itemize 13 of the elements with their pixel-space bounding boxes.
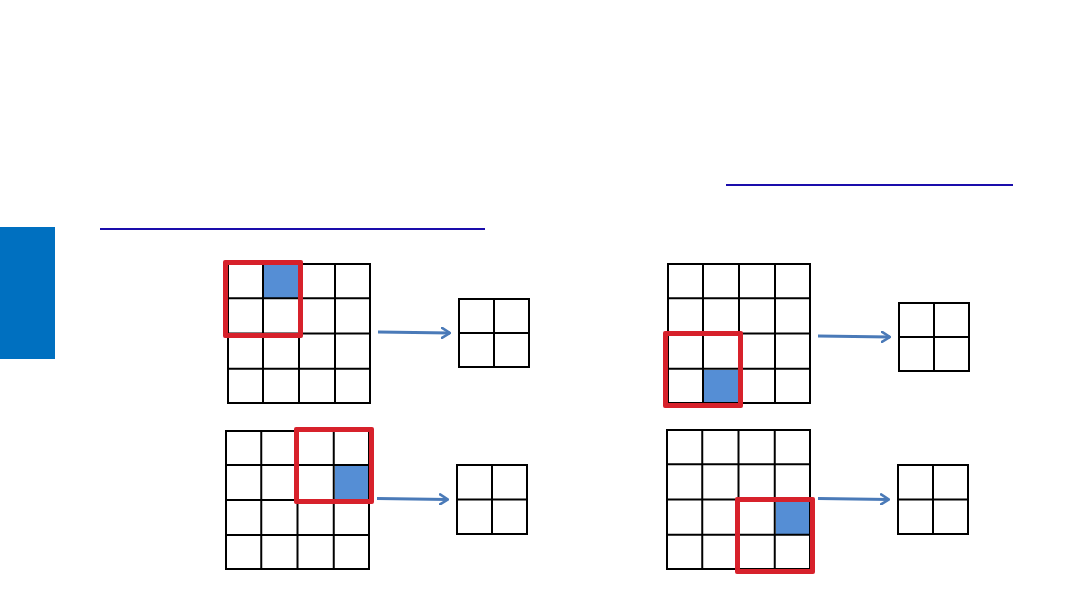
- input-grid: [227, 263, 371, 404]
- arrow: [817, 330, 892, 344]
- output-grid: [456, 464, 528, 535]
- input-grid: [225, 430, 370, 570]
- input-grid: [666, 429, 811, 570]
- arrow: [817, 493, 891, 506]
- arrow: [376, 493, 450, 506]
- side-tab: [0, 227, 55, 359]
- arrow: [377, 326, 452, 340]
- output-grid: [897, 464, 969, 535]
- input-grid: [667, 263, 811, 404]
- output-grid: [898, 302, 970, 372]
- output-grid: [458, 298, 530, 368]
